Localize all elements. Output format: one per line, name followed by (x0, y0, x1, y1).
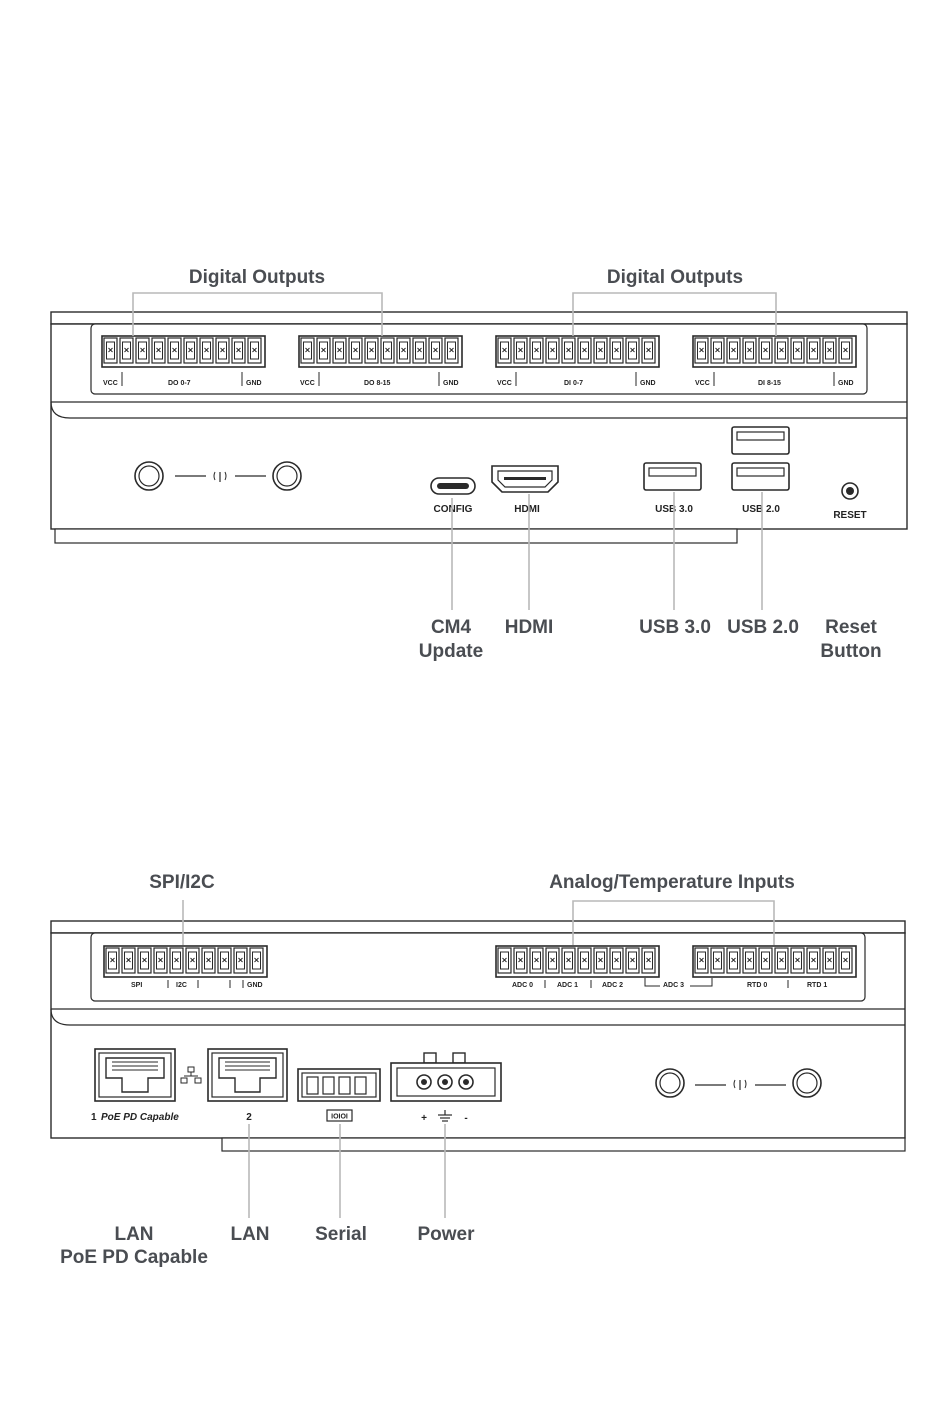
terminal-block-di-0-7 (495, 335, 660, 368)
antenna-icon (213, 471, 227, 482)
t1-gnd-label: GND (246, 380, 262, 387)
t4-gnd-label: GND (838, 380, 854, 387)
top-lid (50, 311, 908, 325)
terminal-block-spi-i2c (103, 945, 268, 978)
top-device: VCC DO 0-7 GND VCC DO 8-15 GND VCC DI 0-… (50, 311, 908, 544)
terminal-block-do-0-7 (101, 335, 266, 368)
gnd-label: GND (247, 982, 263, 989)
serial-label-box (326, 1109, 353, 1122)
serial-port-label: IOIOI (331, 1114, 348, 1121)
usb20-port-lower[interactable] (731, 462, 790, 491)
bottom-base (221, 1137, 906, 1152)
cm4-update-callout-line2: Update (419, 641, 483, 662)
spi-label: SPI (131, 982, 142, 989)
adc0-label: ADC 0 (512, 982, 533, 989)
adc3-label: ADC 3 (663, 982, 684, 989)
antenna-icon (733, 1079, 747, 1090)
rtd0-label: RTD 0 (747, 982, 767, 989)
bottom-antenna-connectors (655, 1068, 822, 1098)
t3-vcc-label: VCC (497, 380, 512, 387)
bottom-device: SPI I2C GND ADC 0 ADC 1 ADC 2 ADC 3 RTD … (50, 920, 906, 1152)
power-callout: Power (417, 1224, 475, 1245)
lan1-poe-label: PoE PD Capable (101, 1112, 179, 1123)
reset-button-label: RESET (833, 510, 866, 521)
top-base (54, 528, 738, 544)
usb20-callout: USB 2.0 (727, 617, 799, 638)
network-icon (180, 1066, 202, 1084)
lan1-callout-line2: PoE PD Capable (60, 1247, 208, 1268)
config-port-label: CONFIG (434, 504, 473, 515)
lan1-num-label: 1 (91, 1112, 97, 1123)
t3-mid-label: DI 0-7 (564, 380, 583, 387)
t2-gnd-label: GND (443, 380, 459, 387)
t3-gnd-label: GND (640, 380, 656, 387)
spi-i2c-callout: SPI/I2C (149, 872, 215, 893)
usb30-callout: USB 3.0 (639, 617, 711, 638)
top-terminal-labels: VCC DO 0-7 GND VCC DO 8-15 GND VCC DI 0-… (103, 372, 854, 387)
reset-callout-line1: Reset (825, 617, 877, 638)
t1-mid-label: DO 0-7 (168, 380, 191, 387)
t4-mid-label: DI 8-15 (758, 380, 781, 387)
bottom-lid (50, 920, 906, 934)
digital-outputs-left-callout: Digital Outputs (189, 267, 325, 288)
t2-mid-label: DO 8-15 (364, 380, 391, 387)
config-usb-c-port[interactable] (430, 477, 476, 495)
lan2-port[interactable] (207, 1048, 288, 1102)
adc1-label: ADC 1 (557, 982, 578, 989)
hdmi-callout: HDMI (505, 617, 554, 638)
bottom-terminal-labels: SPI I2C GND ADC 0 ADC 1 ADC 2 ADC 3 RTD … (131, 978, 827, 989)
serial-callout: Serial (315, 1224, 367, 1245)
i2c-label: I2C (176, 982, 187, 989)
terminal-block-di-8-15 (692, 335, 857, 368)
rtd1-label: RTD 1 (807, 982, 827, 989)
lan1-callout-line1: LAN (114, 1224, 153, 1245)
terminal-block-rtd (692, 945, 857, 978)
usb30-port[interactable] (643, 462, 702, 491)
t2-vcc-label: VCC (300, 380, 315, 387)
reset-button[interactable] (841, 482, 859, 500)
digital-outputs-right-callout: Digital Outputs (607, 267, 743, 288)
t4-vcc-label: VCC (695, 380, 710, 387)
hdmi-port-label: HDMI (514, 504, 540, 515)
serial-terminal[interactable] (297, 1068, 381, 1102)
adc2-label: ADC 2 (602, 982, 623, 989)
bottom-terminal-panel (90, 932, 866, 1002)
usb20-port-upper[interactable] (731, 426, 790, 455)
t1-vcc-label: VCC (103, 380, 118, 387)
cm4-update-callout-line1: CM4 (431, 617, 472, 638)
power-plus-label: + (421, 1113, 427, 1124)
power-minus-label: - (464, 1113, 467, 1124)
top-terminal-panel (90, 323, 868, 395)
lan1-port[interactable] (94, 1048, 176, 1102)
top-antenna-connectors (134, 461, 302, 491)
ground-icon (438, 1110, 452, 1122)
bottom-callout-lines (182, 900, 775, 1218)
analog-temp-callout: Analog/Temperature Inputs (549, 872, 795, 893)
reset-callout-line2: Button (820, 641, 881, 662)
terminal-block-adc (495, 945, 660, 978)
top-callout-lines (132, 292, 777, 610)
power-connector[interactable] (390, 1052, 502, 1102)
hdmi-port[interactable] (491, 465, 559, 493)
top-bevel (50, 401, 907, 419)
terminal-block-do-8-15 (298, 335, 463, 368)
lan2-num-label: 2 (246, 1112, 252, 1123)
lan2-callout: LAN (230, 1224, 269, 1245)
